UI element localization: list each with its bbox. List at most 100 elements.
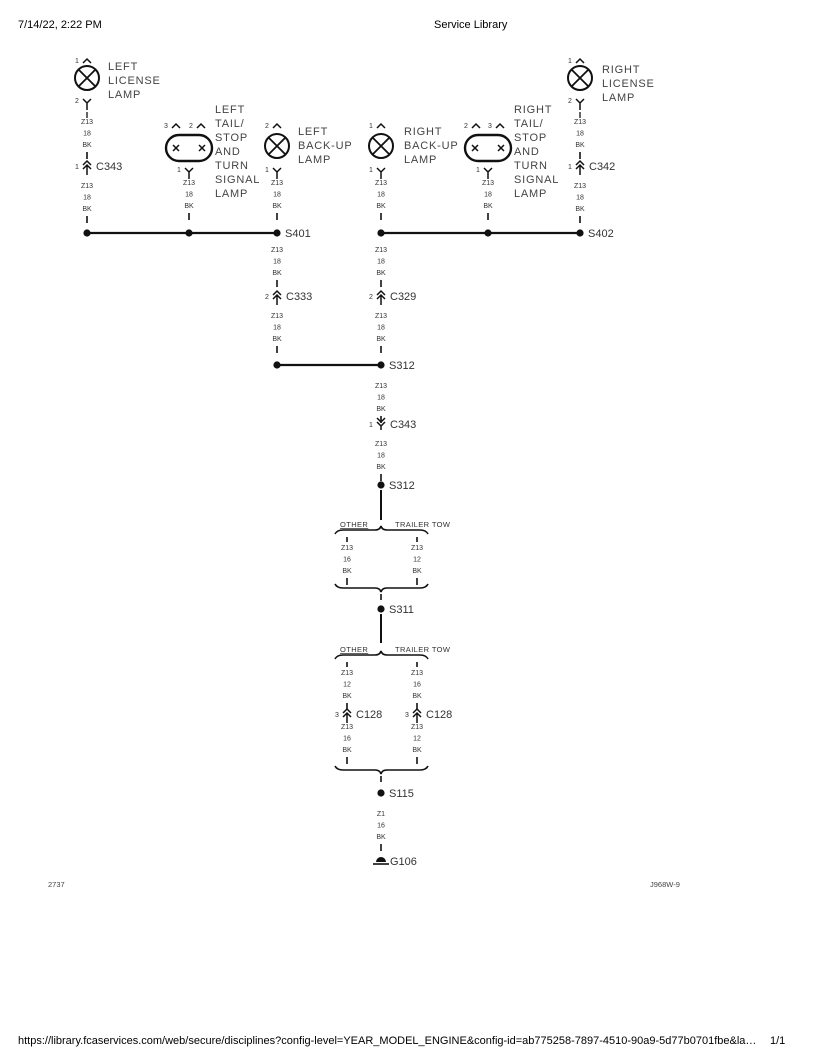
- wire-color: BK: [376, 336, 386, 343]
- component-label: RIGHT: [404, 126, 442, 138]
- wire-color: BK: [412, 568, 422, 575]
- wire-circuit: Z1: [377, 811, 385, 818]
- wire-color: BK: [412, 693, 422, 700]
- wire-color: BK: [342, 747, 352, 754]
- splice-label: S115: [389, 788, 414, 800]
- wire-color: BK: [483, 203, 493, 210]
- component-label: AND: [514, 146, 540, 158]
- pin-female-icon: [196, 122, 206, 129]
- connector-icon: [575, 159, 585, 175]
- wire-color: BK: [575, 206, 585, 213]
- pin-number: 2: [568, 98, 572, 105]
- connector-pin: 1: [75, 164, 79, 171]
- component-label: LAMP: [514, 188, 547, 200]
- wire-circuit: Z13: [574, 183, 586, 190]
- component-label: RIGHT: [602, 64, 640, 76]
- pin-number: 1: [568, 58, 572, 65]
- wire-circuit: Z13: [341, 670, 353, 677]
- wire-gauge: 18: [377, 325, 385, 332]
- wire-color: BK: [376, 270, 386, 277]
- wire-color: BK: [412, 747, 422, 754]
- page-number: 1/1: [770, 1035, 786, 1047]
- wire-gauge: 16: [343, 557, 351, 564]
- dual-filament-lamp-icon: [463, 133, 513, 163]
- wire-circuit: Z13: [375, 180, 387, 187]
- wire-color: BK: [272, 270, 282, 277]
- pin-female-icon: [272, 122, 282, 129]
- component-label: STOP: [215, 132, 248, 144]
- ground-label: G106: [390, 856, 417, 868]
- wire-color: BK: [82, 142, 92, 149]
- connector-icon: [342, 707, 352, 723]
- pin-number: 3: [164, 123, 168, 130]
- component-label: RIGHT: [514, 104, 552, 116]
- splice-label: S312: [389, 480, 415, 492]
- connector-name: C329: [390, 291, 416, 303]
- lamp-icon: [567, 65, 593, 91]
- component-label: LICENSE: [602, 78, 655, 90]
- component-label: LEFT: [215, 104, 245, 116]
- pin-number: 2: [75, 98, 79, 105]
- wire-color: BK: [376, 203, 386, 210]
- wire-gauge: 18: [377, 259, 385, 266]
- connector-pin: 1: [568, 164, 572, 171]
- connector-icon: [272, 289, 282, 305]
- lamp-icon: [74, 65, 100, 91]
- component-label: BACK-UP: [298, 140, 353, 152]
- splice-dot: [83, 229, 91, 237]
- splice-label: S402: [588, 228, 614, 240]
- pin-number: 3: [488, 123, 492, 130]
- pin-male-icon: [483, 167, 493, 179]
- splice-label: S401: [285, 228, 311, 240]
- pin-number: 2: [464, 123, 468, 130]
- wire-gauge: 18: [576, 195, 584, 202]
- connector-pin: 2: [369, 294, 373, 301]
- branch-label-other: OTHER: [340, 645, 368, 654]
- pin-male-icon: [184, 167, 194, 179]
- connector-pin: 3: [335, 712, 339, 719]
- wire-circuit: Z13: [81, 119, 93, 126]
- connector-pin: 3: [405, 712, 409, 719]
- lamp-icon: [368, 133, 394, 159]
- splice-dot: [273, 229, 281, 237]
- print-datetime: 7/14/22, 2:22 PM: [18, 19, 102, 31]
- connector-name: C128: [426, 709, 452, 721]
- pin-female-icon: [495, 122, 505, 129]
- connector-name: C343: [96, 161, 122, 173]
- wire-gauge: 18: [273, 259, 281, 266]
- wire-gauge: 18: [83, 131, 91, 138]
- splice-dot: [377, 481, 385, 489]
- wire-circuit: Z13: [271, 313, 283, 320]
- wire-gauge: 18: [576, 131, 584, 138]
- splice-dot: [377, 789, 385, 797]
- wire-gauge: 12: [343, 682, 351, 689]
- wire-circuit: Z13: [341, 545, 353, 552]
- component-label: SIGNAL: [215, 174, 260, 186]
- connector-icon: [376, 417, 386, 430]
- wire-color: BK: [575, 142, 585, 149]
- wire-circuit: Z13: [271, 247, 283, 254]
- wire-gauge: 12: [413, 736, 421, 743]
- component-label: STOP: [514, 132, 547, 144]
- pin-number: 1: [369, 167, 373, 174]
- branch-brace: [334, 650, 429, 660]
- component-label: LAMP: [298, 154, 331, 166]
- wire-gauge: 18: [377, 395, 385, 402]
- wire-circuit: Z13: [574, 119, 586, 126]
- figure-number: 2737: [48, 880, 65, 889]
- component-label: SIGNAL: [514, 174, 559, 186]
- pin-female-icon: [575, 57, 585, 64]
- splice-label: S311: [389, 604, 414, 616]
- pin-female-icon: [171, 122, 181, 129]
- pin-number: 1: [75, 58, 79, 65]
- wire-circuit: Z13: [411, 670, 423, 677]
- component-label: TAIL/: [215, 118, 245, 130]
